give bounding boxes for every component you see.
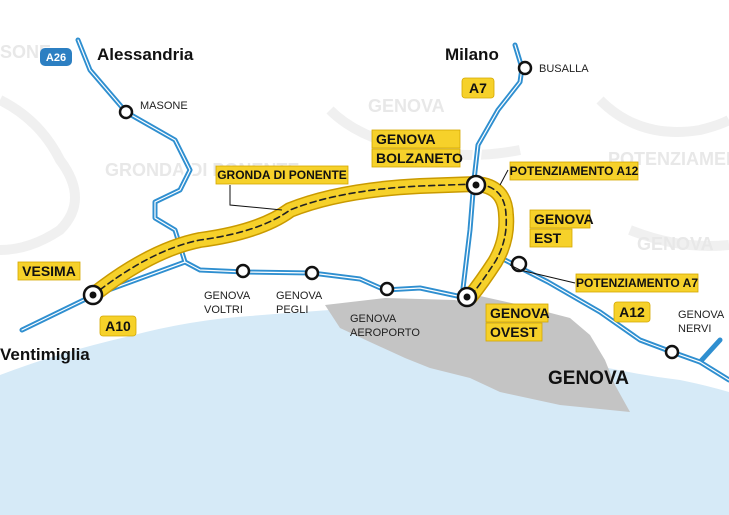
badge-a10: A10 bbox=[99, 315, 137, 337]
city-label-genova: GENOVA bbox=[548, 368, 629, 389]
stop-label-voltri-2: VOLTRI bbox=[204, 304, 243, 316]
svg-text:BOLZANETO: BOLZANETO bbox=[376, 150, 463, 166]
badge-a26: A26 bbox=[40, 48, 72, 66]
badge-a7: A7 bbox=[461, 77, 495, 99]
svg-text:GENOVA: GENOVA bbox=[490, 305, 550, 321]
ghost-label-sone: SONE bbox=[0, 42, 51, 62]
svg-text:EST: EST bbox=[534, 230, 562, 246]
genova-city-area bbox=[325, 296, 630, 412]
stop-nervi bbox=[664, 344, 680, 360]
stop-busalla bbox=[517, 60, 533, 76]
svg-text:GENOVA: GENOVA bbox=[534, 211, 594, 227]
label-genova-bolzaneto: GENOVA BOLZANETO bbox=[371, 129, 463, 168]
svg-text:GENOVA: GENOVA bbox=[376, 131, 436, 147]
stops bbox=[82, 60, 680, 360]
svg-text:GRONDA DI PONENTE: GRONDA DI PONENTE bbox=[217, 168, 347, 182]
stop-label-pegli-2: PEGLI bbox=[276, 304, 308, 316]
city-label-ventimiglia: Ventimiglia bbox=[0, 345, 90, 364]
stop-label-aeroporto-1: GENOVA bbox=[350, 313, 397, 325]
stop-aeroporto bbox=[379, 281, 395, 297]
stop-label-busalla: BUSALLA bbox=[539, 63, 589, 75]
svg-text:A7: A7 bbox=[469, 80, 487, 96]
badge-a12: A12 bbox=[613, 301, 651, 323]
label-vesima: VESIMA bbox=[17, 261, 81, 281]
stop-label-masone: MASONE bbox=[140, 100, 188, 112]
stop-masone bbox=[118, 104, 134, 120]
stop-voltri bbox=[235, 263, 251, 279]
stop-label-nervi-2: NERVI bbox=[678, 323, 711, 335]
interchange-vesima bbox=[82, 284, 104, 306]
svg-text:A12: A12 bbox=[619, 304, 645, 320]
svg-text:A26: A26 bbox=[46, 52, 66, 64]
highway-network bbox=[17, 35, 729, 385]
stop-label-aeroporto-2: AEROPORTO bbox=[350, 327, 420, 339]
svg-text:VESIMA: VESIMA bbox=[22, 263, 76, 279]
interchange-bolzaneto bbox=[465, 174, 487, 196]
gronda-route bbox=[84, 176, 515, 305]
svg-text:OVEST: OVEST bbox=[490, 324, 538, 340]
stop-pegli bbox=[304, 265, 320, 281]
label-genova-est: GENOVA EST bbox=[529, 209, 594, 248]
stop-label-pegli-1: GENOVA bbox=[276, 290, 323, 302]
label-genova-ovest: GENOVA OVEST bbox=[485, 303, 550, 342]
city-label-alessandria: Alessandria bbox=[97, 45, 194, 64]
stop-label-nervi-1: GENOVA bbox=[678, 309, 725, 321]
ghost-label-genova-2: GENOVA bbox=[637, 234, 714, 254]
ghost-label-genova-1: GENOVA bbox=[368, 96, 445, 116]
background-ghost-roads bbox=[0, 95, 729, 255]
svg-text:POTENZIAMENTO A12: POTENZIAMENTO A12 bbox=[510, 164, 639, 178]
stop-label-voltri-1: GENOVA bbox=[204, 290, 251, 302]
sea-area bbox=[0, 310, 729, 515]
svg-text:POTENZIAMENTO A7: POTENZIAMENTO A7 bbox=[576, 276, 698, 290]
interchange-genova-ovest bbox=[456, 286, 478, 308]
label-gronda: GRONDA DI PONENTE bbox=[215, 165, 349, 185]
leader-lines bbox=[229, 169, 576, 284]
label-potenziamento-a7: POTENZIAMENTO A7 bbox=[575, 273, 699, 293]
svg-text:A10: A10 bbox=[105, 318, 131, 334]
label-potenziamento-a12: POTENZIAMENTO A12 bbox=[509, 161, 639, 181]
stop-genova-est bbox=[510, 255, 528, 273]
city-label-milano: Milano bbox=[445, 45, 499, 64]
